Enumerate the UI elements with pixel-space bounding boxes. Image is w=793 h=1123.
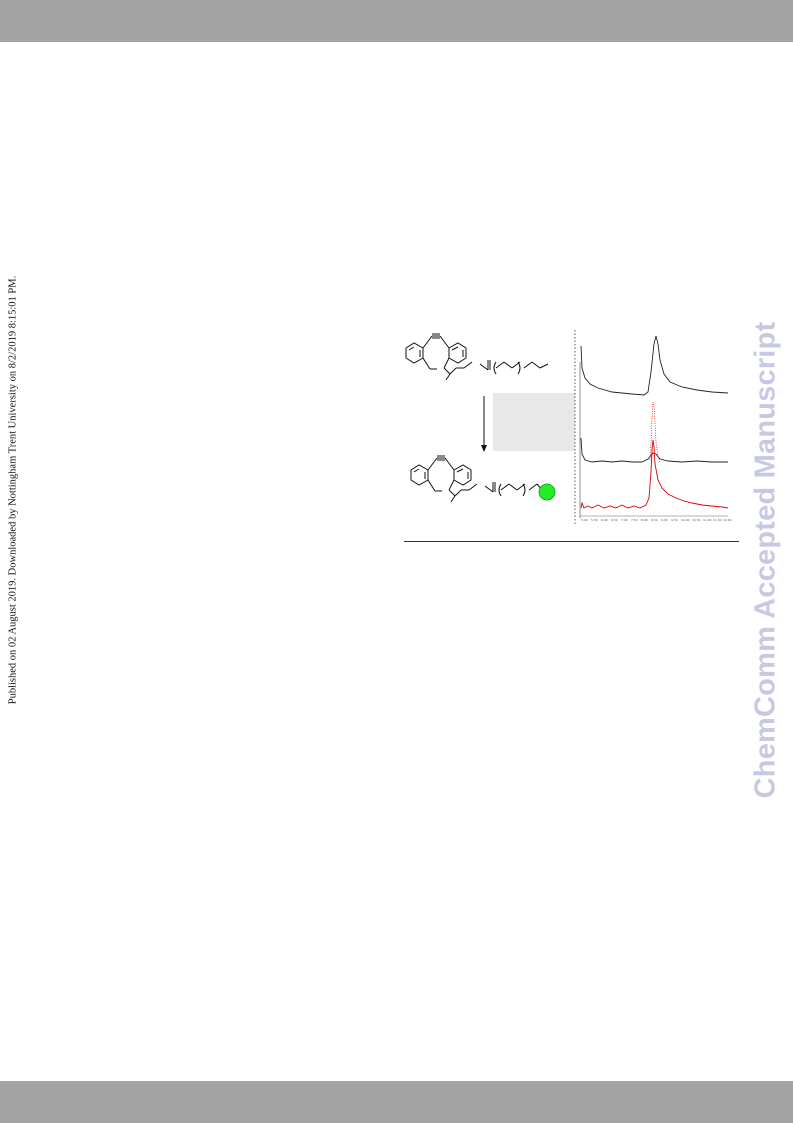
reaction-arrow	[481, 396, 487, 452]
x-tick-label: 11.00	[703, 518, 712, 522]
x-tick-label: 10.50	[692, 518, 701, 522]
trace-bottom	[580, 439, 729, 509]
x-tick-label: 6.50	[611, 518, 618, 522]
scheme-bottom-molecule	[410, 455, 543, 503]
trace-middle	[580, 437, 728, 463]
publication-note-text: Published on 02 August 2019. Downloaded …	[7, 275, 19, 705]
x-tick-label: 7.50	[631, 518, 638, 522]
scheme-top-molecule	[405, 333, 549, 381]
shade-box	[493, 393, 575, 451]
x-tick-label: 9.00	[661, 518, 668, 522]
x-tick-label: 8.50	[651, 518, 658, 522]
trace-top	[580, 335, 729, 396]
graphical-figure: 5.00 5.50 6.00 6.50 7.00 7.50 8.00 8.50 …	[392, 322, 742, 528]
watermark-text: ChemComm Accepted Manuscript	[749, 321, 782, 799]
x-tick-label: 5.00	[581, 518, 588, 522]
fluorescent-label-dot	[538, 483, 556, 501]
footer-bar	[0, 1081, 793, 1123]
x-tick-label: 7.00	[621, 518, 628, 522]
x-tick-label: 5.50	[591, 518, 598, 522]
x-tick-labels: 5.00 5.50 6.00 6.50 7.00 7.50 8.00 8.50 …	[581, 518, 732, 522]
x-tick-label: 9.50	[671, 518, 678, 522]
figure-rule	[404, 541, 739, 542]
x-tick-label: 6.00	[601, 518, 608, 522]
x-tick-label: 10.00	[681, 518, 690, 522]
x-tick-label: 8.00	[641, 518, 648, 522]
spectra-panel	[579, 335, 729, 518]
x-tick-label: 11.50	[713, 518, 722, 522]
x-tick-label: 12.00	[723, 518, 732, 522]
figure-svg: 5.00 5.50 6.00 6.50 7.00 7.50 8.00 8.50 …	[405, 330, 732, 526]
header-bar	[0, 0, 793, 42]
